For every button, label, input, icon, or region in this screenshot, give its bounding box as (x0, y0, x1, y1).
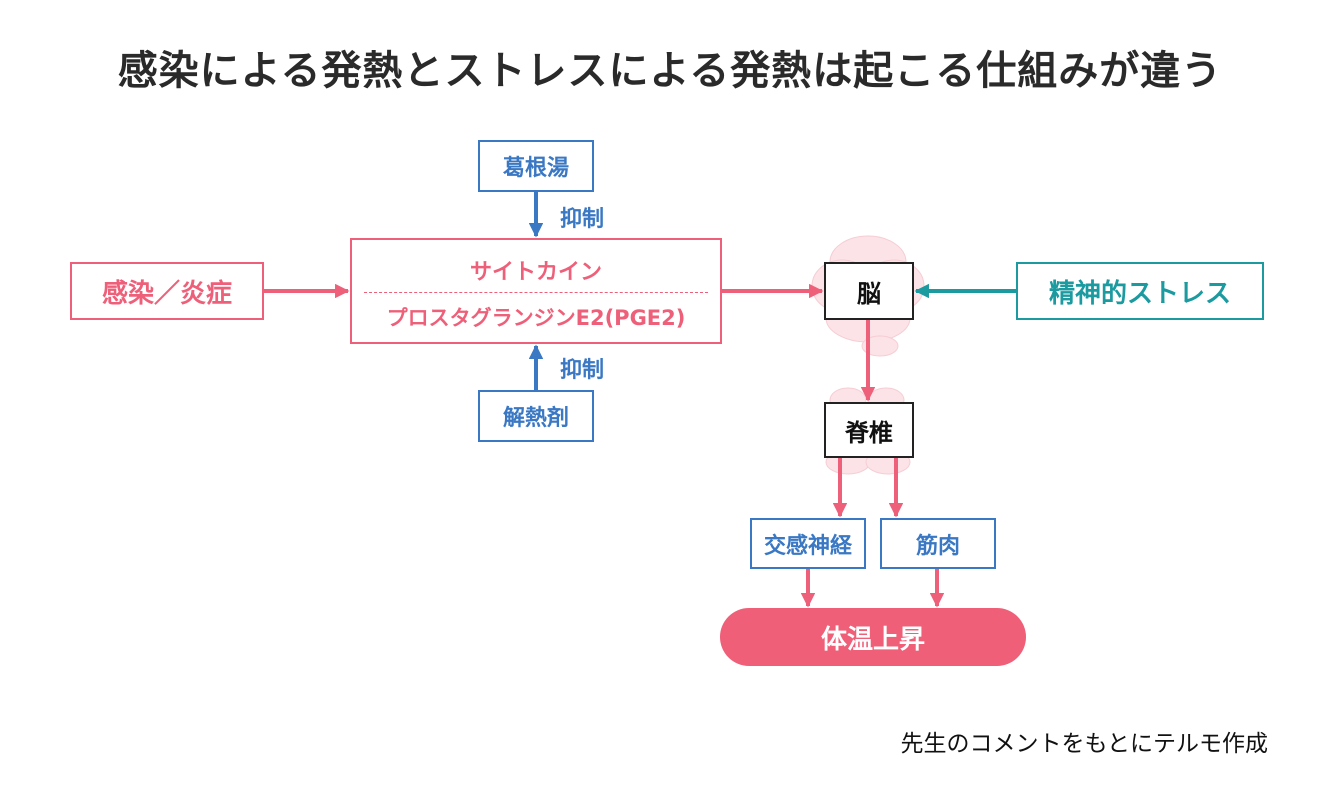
kakkonto-box: 葛根湯 (478, 140, 594, 192)
page-title: 感染による発熱とストレスによる発熱は起こる仕組みが違う (117, 48, 1223, 94)
pge2-label: プロスタグランジンE2(PGE2) (386, 306, 686, 330)
sympathetic-nerve-box: 交感神経 (750, 518, 866, 569)
credit-text: 先生のコメントをもとにテルモ作成 (900, 731, 1268, 757)
cytokine-label: サイトカイン (469, 260, 602, 285)
muscle-label: 筋肉 (915, 533, 960, 559)
spine-label: 脊椎 (845, 418, 893, 447)
infection-label: 感染／炎症 (101, 278, 232, 309)
body-temperature-rise-label: 体温上昇 (820, 624, 925, 655)
spine-box: 脊椎 (824, 402, 914, 458)
cytokine-pge2-box: サイトカイン プロスタグランジンE2(PGE2) (350, 238, 722, 344)
brain-box: 脳 (824, 262, 914, 320)
antipyretic-box: 解熱剤 (478, 390, 594, 442)
antipyretic-label: 解熱剤 (502, 406, 569, 431)
suppress-label-top: 抑制 (560, 207, 605, 232)
kakkonto-label: 葛根湯 (502, 156, 569, 181)
suppress-label-bottom: 抑制 (560, 358, 605, 383)
infection-box: 感染／炎症 (70, 262, 264, 320)
brain-label: 脳 (857, 279, 881, 308)
body-temperature-rise-pill: 体温上昇 (720, 608, 1026, 666)
sympathetic-nerve-label: 交感神経 (763, 533, 852, 559)
stress-label: 精神的ストレス (1048, 278, 1231, 309)
muscle-box: 筋肉 (880, 518, 996, 569)
stress-box: 精神的ストレス (1016, 262, 1264, 320)
dashed-divider (364, 292, 708, 293)
